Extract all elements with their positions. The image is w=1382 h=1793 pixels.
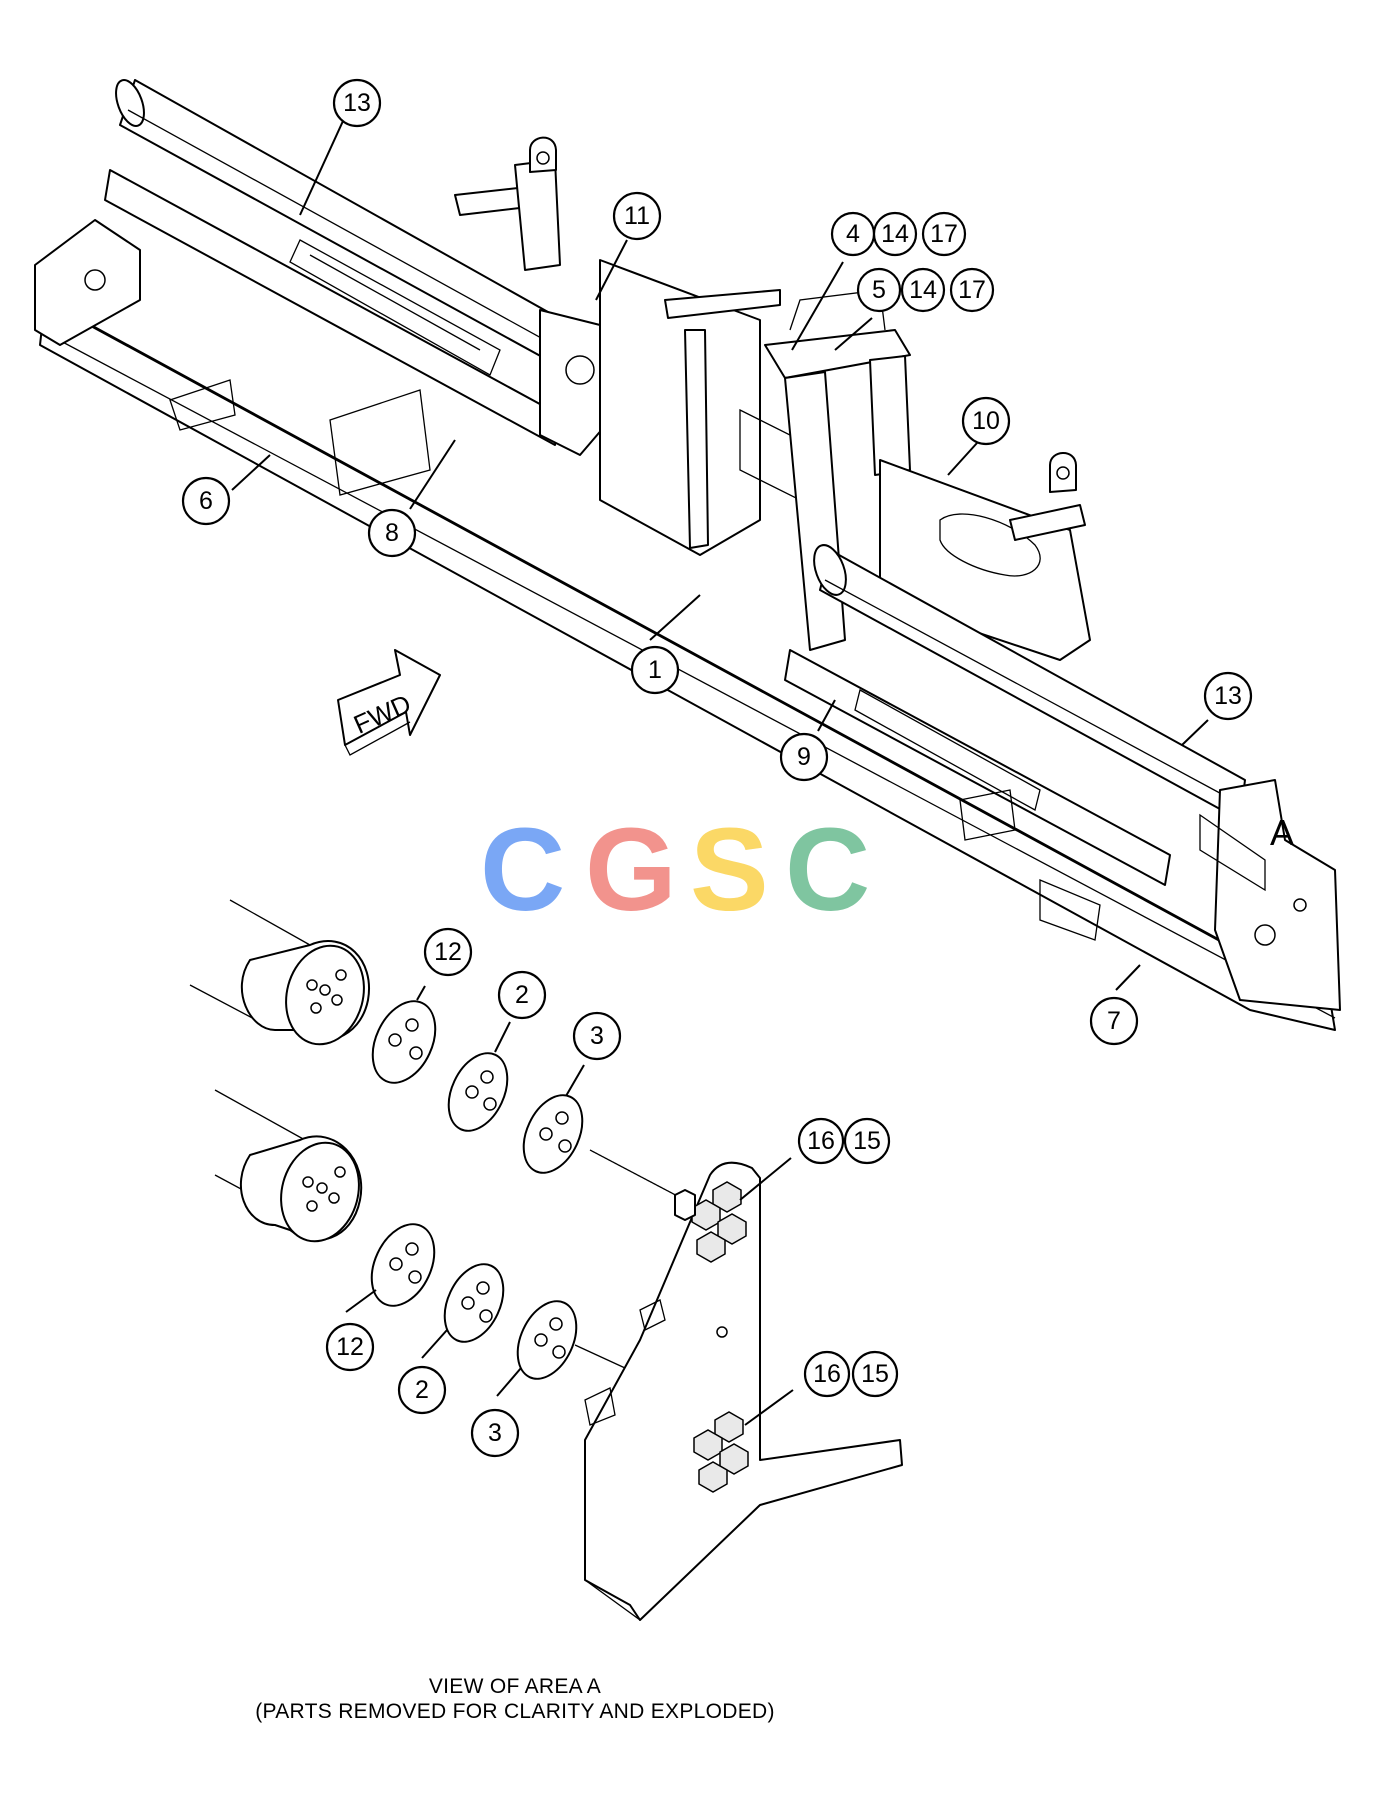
callout-balloon: 9	[779, 732, 829, 782]
callout-balloon: 16	[803, 1350, 851, 1398]
callout-balloon: 10	[961, 396, 1011, 446]
callout-balloon: 8	[367, 508, 417, 558]
washer-2-upper	[447, 1052, 509, 1132]
caption-title: VIEW OF AREA A	[428, 1675, 602, 1698]
leader-lines	[231, 120, 1209, 1426]
callout-label: 13	[1214, 682, 1242, 710]
callout-label: 12	[336, 1333, 364, 1361]
callout-label: 17	[930, 220, 958, 248]
callout-label: 6	[199, 487, 213, 515]
callout-label: 1	[648, 656, 662, 684]
callout-balloon: 14	[900, 267, 946, 313]
washer-2-lower	[443, 1263, 505, 1343]
watermark-letter: C	[480, 804, 565, 936]
callout-label: 11	[624, 202, 650, 230]
callout-balloon: 5	[856, 267, 902, 313]
washer-3-lower	[516, 1300, 578, 1380]
watermark-letter: S	[690, 804, 769, 936]
callout-balloon: 14	[872, 211, 918, 257]
bolt-cluster-lower	[693, 1411, 749, 1493]
callout-label: 9	[797, 743, 811, 771]
washer-3-upper	[522, 1094, 584, 1174]
washer-12-upper	[371, 1000, 437, 1084]
callout-balloon: 15	[851, 1350, 899, 1398]
callout-balloon: 17	[949, 267, 995, 313]
callout-label: 16	[813, 1360, 841, 1388]
callout-balloons: 13 11 4 14 17 5 14 17 10 6 8 1 13 9 7 12…	[181, 78, 1253, 1458]
callout-balloon: 3	[572, 1011, 622, 1061]
bolt-cluster-upper	[674, 1181, 747, 1263]
callout-balloon: 3	[470, 1408, 520, 1458]
callout-label: 3	[488, 1419, 502, 1447]
upper-roller-left	[115, 79, 581, 376]
frame-assembly	[34, 79, 1341, 1031]
callout-label: 14	[909, 276, 937, 304]
callout-label: 16	[807, 1127, 835, 1155]
callout-balloon: 12	[325, 1322, 375, 1372]
callout-balloon: 17	[921, 211, 967, 257]
callout-label: 15	[853, 1127, 881, 1155]
detail-view-a	[189, 899, 903, 1621]
watermark-letter: C	[785, 804, 870, 936]
callout-label: 13	[343, 89, 371, 117]
callout-label: 10	[972, 407, 1000, 435]
forward-arrow-icon: FWD	[337, 649, 441, 756]
upper-roller-right	[813, 544, 1246, 821]
callout-balloon: 12	[423, 927, 473, 977]
callout-balloon: 7	[1089, 996, 1139, 1046]
callout-balloon: 1	[630, 645, 680, 695]
callout-balloon: 2	[497, 970, 547, 1020]
callout-balloon: 13	[332, 78, 382, 128]
callout-label: 8	[385, 519, 399, 547]
callout-label: 4	[846, 220, 860, 248]
callout-label: 17	[958, 276, 986, 304]
callout-balloon: 11	[612, 191, 662, 241]
callout-label: 14	[881, 220, 909, 248]
caption-subtitle: (PARTS REMOVED FOR CLARITY AND EXPLODED)	[255, 1700, 775, 1723]
callout-balloon: 4	[830, 211, 876, 257]
watermark-letter: G	[585, 804, 677, 936]
area-a-label: A	[1270, 812, 1294, 853]
callout-balloon: 16	[797, 1117, 845, 1165]
callout-label: 3	[590, 1022, 604, 1050]
callout-balloon: 13	[1203, 671, 1253, 721]
watermark-logo: C G S C	[480, 804, 870, 936]
callout-label: 7	[1107, 1007, 1121, 1035]
callout-label: 5	[872, 276, 886, 304]
callout-balloon: 2	[397, 1365, 447, 1415]
callout-label: 12	[434, 938, 462, 966]
callout-label: 15	[861, 1360, 889, 1388]
callout-balloon: 6	[181, 476, 231, 526]
callout-label: 2	[515, 981, 529, 1009]
callout-label: 2	[415, 1376, 429, 1404]
callout-balloon: 15	[843, 1117, 891, 1165]
washer-12-lower	[370, 1223, 436, 1307]
